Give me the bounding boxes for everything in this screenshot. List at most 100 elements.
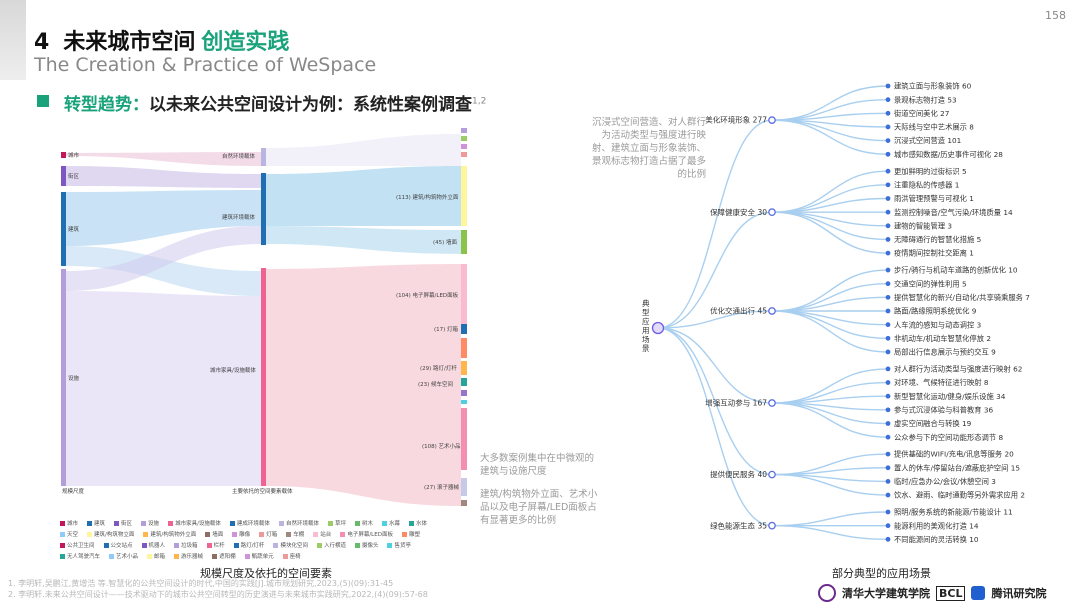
tree-link-leaf — [771, 402, 889, 438]
leaf-dot — [885, 209, 891, 215]
legend-label: 建筑/构筑物外立面 — [150, 532, 197, 538]
legend-swatch — [387, 542, 393, 548]
note-top: 沉浸式空间营造、对人群行为活动类型与强度进行映射、建筑立面与形象装饰、景观标志物… — [591, 117, 706, 180]
node-art — [461, 408, 467, 470]
legend-label: 公交站点 — [110, 543, 133, 549]
legend-label: 摄像头 — [361, 543, 379, 549]
legend-label: 草坪 — [334, 521, 346, 527]
leaf-dot — [885, 380, 891, 385]
bullet-square — [37, 95, 49, 107]
node-small-7 — [461, 400, 467, 404]
leaf-dot — [885, 151, 891, 157]
caption-right: 部分典型的应用场景 — [832, 567, 931, 580]
leaf-label: 照明/服务系统的新能源/节能设计 11 — [894, 508, 1013, 517]
node-nature — [261, 148, 266, 166]
legend-item: 城市 — [60, 518, 78, 528]
legend-swatch — [401, 531, 407, 537]
root-label-char: 用 — [642, 326, 650, 335]
legend-item: 座椅 — [282, 551, 301, 561]
legend-swatch — [174, 542, 180, 548]
leaf-label: 天际线与空中艺术展示 8 — [894, 123, 974, 132]
note-mid: 大多数案例集中在中微观的建筑与设施尺度 — [480, 453, 595, 477]
legend-label: 甄蔬单元 — [251, 554, 274, 560]
legend-swatch — [233, 542, 239, 548]
legend-item: 草坪 — [327, 518, 346, 528]
leaf-label: 人车流的感知与动态调控 3 — [894, 320, 982, 329]
legend-swatch — [244, 553, 250, 559]
flow-building-furniture — [66, 246, 261, 296]
legend-item: 灯箱 — [259, 529, 277, 539]
legend-label: 售货亭 — [394, 543, 411, 549]
reference-1: 1. 李明轩,吴鹏江,黄增浩 等.智慧化的公共空间设计的时代,中国的实践[J].… — [8, 579, 394, 588]
legend-item: 邮箱 — [147, 551, 165, 561]
leaf-dot — [885, 308, 891, 314]
leaf-label: 提供基础的WIFI/充电/讯息等服务 20 — [894, 450, 1014, 459]
legend-swatch — [103, 542, 109, 548]
leaf-label: 建筑立面与形象装饰 60 — [894, 82, 972, 91]
tsinghua-seal-icon — [818, 584, 836, 602]
leaf-label: 建物的智能管理 3 — [894, 221, 952, 230]
tree-link-leaf — [771, 119, 889, 155]
legend-swatch — [141, 542, 147, 548]
legend-label: 入行横道 — [323, 543, 346, 549]
leaf-dot — [885, 223, 891, 229]
legend-item: 遮阳棚 — [212, 551, 236, 561]
legend-label: 机器人 — [148, 543, 166, 549]
legend-swatch — [87, 531, 93, 537]
node-waiting — [461, 361, 467, 375]
leaf-dot — [885, 97, 891, 103]
leaf-label: 路面/路缘照明系统优化 9 — [894, 307, 977, 316]
leaf-dot — [885, 124, 891, 130]
leaf-dot — [885, 294, 891, 300]
legend-label: 水幕 — [388, 521, 400, 527]
flow-furniture-out — [266, 264, 461, 506]
legend-swatch — [340, 531, 346, 537]
leaf-dot — [885, 83, 891, 89]
sankey-diagram: 城市 街区 建筑 设施 规模尺度 自然环境载体 建筑环境载体 城市家具/设施载体… — [61, 128, 467, 506]
legend-item: 机器人 — [141, 540, 166, 550]
node-screen — [461, 264, 467, 324]
label-furniture: 城市家具/设施载体 — [210, 366, 256, 374]
label-facade: (113) 建筑/构筑物外立面 — [396, 193, 459, 201]
node-small-6 — [461, 390, 467, 396]
legend-swatch — [409, 520, 414, 526]
legend-label: 艺术小品 — [116, 554, 139, 560]
trend-text: 以未来公共空间设计为例：系统性案例调查 — [149, 95, 472, 115]
legend-label: 城市家具/设施载体 — [175, 521, 221, 527]
legend-swatch — [109, 553, 115, 559]
legend-label: 座椅 — [289, 554, 301, 560]
legend-item: 建筑 — [87, 518, 105, 528]
root-label-char: 场 — [642, 335, 650, 344]
legend-item: 栏杆 — [206, 540, 225, 550]
node-block — [61, 166, 66, 186]
legend-label: 灯箱 — [266, 532, 278, 538]
legend-row: 城市建筑街区设施城市家具/设施载体建成环境载体自然环境载体草坪树木水幕水体 — [60, 518, 480, 528]
legend-label: 建筑 — [94, 521, 106, 527]
leaf-label: 对环境、气候特征进行映射 8 — [894, 378, 989, 387]
label-nature: 自然环境载体 — [222, 152, 256, 160]
leaf-label: 参与式沉浸体验与科普教育 36 — [894, 405, 994, 414]
leaf-dot — [885, 196, 891, 201]
legend-swatch — [141, 520, 147, 526]
legend-label: 街区 — [121, 521, 133, 527]
legend-swatch — [174, 553, 180, 559]
leaf-dot — [885, 451, 891, 457]
legend-swatch — [229, 520, 235, 526]
legend-label: 雕像 — [239, 532, 251, 538]
category-dot — [768, 521, 776, 530]
tree-link-root — [657, 119, 773, 329]
leaf-dot — [885, 237, 891, 242]
tree-link-root — [657, 211, 773, 329]
legend-swatch — [259, 531, 265, 537]
sankey-flows — [66, 134, 461, 506]
leaf-label: 临时/应急办公/会议/休憩空间 3 — [894, 477, 996, 486]
legend-row: 公共卫生间公交站点机器人垃圾箱栏杆路灯/灯杆模块化空间入行横道摄像头售货亭 — [60, 540, 480, 550]
leaf-label: 注重隐私的传感器 1 — [894, 180, 959, 189]
leaf-dot — [885, 509, 891, 515]
legend-swatch — [147, 553, 153, 559]
label-col1-title: 规模尺度 — [62, 487, 85, 495]
flow-facility-built — [66, 226, 261, 291]
leaf-label: 步行/骑行与机动车道路的创新优化 10 — [894, 266, 1018, 275]
legend-label: 车棚 — [293, 532, 305, 538]
